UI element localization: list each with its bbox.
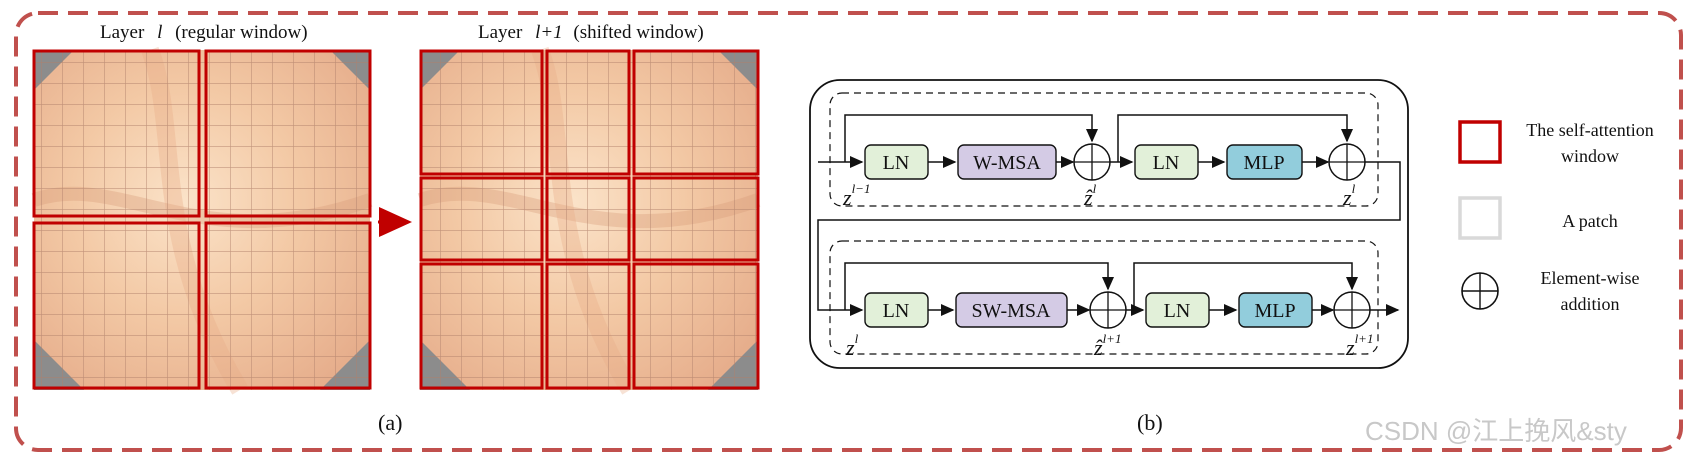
bottom-mid-var: ẑl+1	[1093, 331, 1121, 360]
top-add1-icon	[1073, 143, 1111, 181]
bottom-add2-icon	[1333, 291, 1371, 329]
bottom-input-var: zl	[845, 331, 859, 360]
layer-l-image	[31, 46, 373, 395]
legend-add-label-2: addition	[1561, 294, 1620, 314]
legend-add-label-1: Element-wise	[1541, 268, 1640, 288]
top-add2-icon	[1328, 143, 1366, 181]
right-title: Layer l+1 (shifted window)	[478, 22, 704, 43]
bottom-dashed-block	[829, 240, 1379, 355]
top-dashed-block	[829, 92, 1379, 207]
outer-dashed-frame	[14, 11, 1683, 452]
window-a-tl	[32, 49, 201, 218]
legend: The self-attention window A patch Elemen…	[1458, 120, 1654, 314]
legend-window-label-2: window	[1561, 146, 1619, 166]
bottom-swmsa-label: SW-MSA	[972, 300, 1051, 322]
panel-b: LN W-MSA LN MLP zl−1 ẑl	[809, 79, 1409, 435]
top-mid-var: ẑl	[1083, 181, 1097, 210]
window-a-bl	[32, 221, 201, 390]
top-input-var: zl−1	[842, 181, 870, 210]
bottom-add1-icon	[1089, 291, 1127, 329]
top-out-var: zl	[1342, 181, 1356, 210]
caption-a: (a)	[378, 410, 402, 435]
legend-patch-swatch	[1458, 196, 1502, 240]
legend-patch-label: A patch	[1562, 211, 1618, 231]
legend-add-icon	[1461, 272, 1499, 310]
bottom-ln2-label: LN	[1164, 300, 1191, 322]
legend-window-swatch	[1458, 120, 1502, 164]
bottom-mlp-label: MLP	[1254, 300, 1295, 322]
bottom-ln1-label: LN	[883, 300, 910, 322]
window-a-br	[204, 221, 372, 390]
window-a-tr	[204, 49, 372, 218]
top-ln1-label: LN	[883, 152, 910, 174]
left-title: Layer l (regular window)	[100, 22, 308, 43]
caption-b: (b)	[1137, 410, 1163, 435]
top-wmsa-label: W-MSA	[973, 152, 1041, 174]
watermark: CSDN @江上挽风&sty	[1365, 416, 1627, 446]
panel-a: Layer l (regular window) Layer l+1 (shif…	[31, 22, 761, 435]
top-mlp-label: MLP	[1243, 152, 1284, 174]
block-container	[809, 79, 1409, 369]
top-ln2-label: LN	[1153, 152, 1180, 174]
legend-window-label-1: The self-attention	[1526, 120, 1653, 140]
bottom-out-var: zl+1	[1345, 331, 1373, 360]
layer-l1-image	[417, 46, 761, 395]
